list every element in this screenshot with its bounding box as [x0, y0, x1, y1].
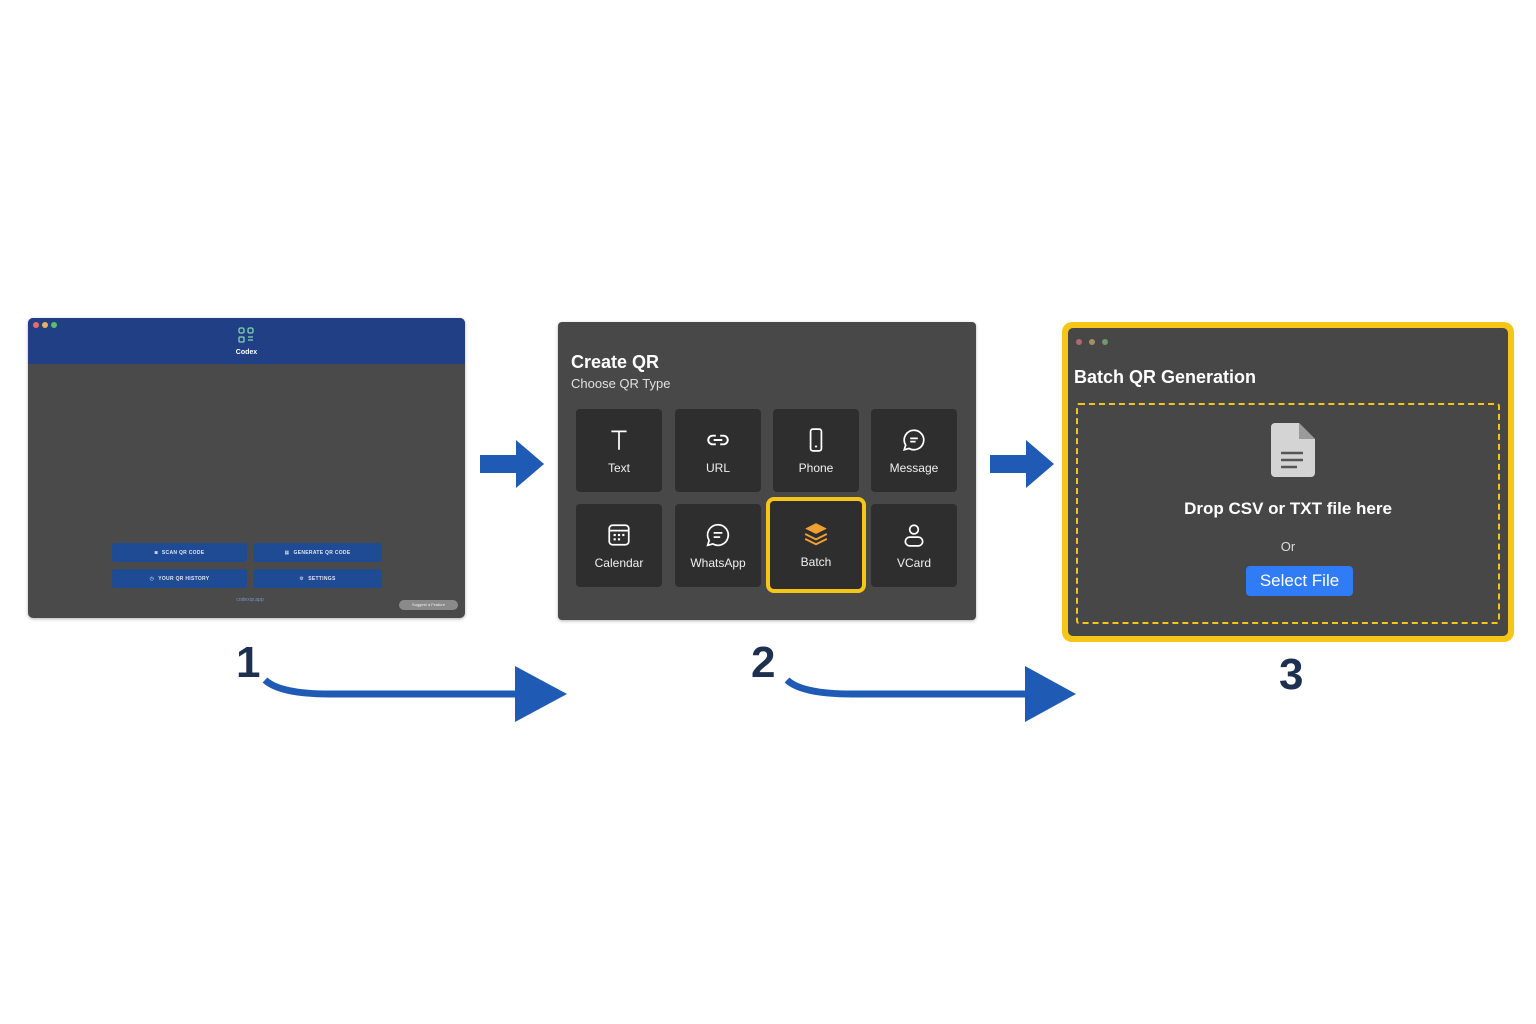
label: SCAN QR CODE — [161, 549, 205, 556]
maximize-window-dot[interactable] — [51, 322, 57, 328]
type-tile-whatsapp[interactable]: WhatsApp — [675, 504, 761, 587]
label: SETTINGS — [308, 575, 336, 582]
select-file-button[interactable]: Select File — [1246, 566, 1353, 596]
label: VCard — [896, 555, 931, 570]
curved-arrow-2 — [784, 666, 1076, 722]
camera-icon: ◙ — [154, 549, 158, 556]
create-qr-subtitle: Choose QR Type — [571, 376, 671, 391]
step-number-2: 2 — [751, 638, 776, 687]
text-icon — [611, 429, 627, 450]
type-tile-batch-selected[interactable]: Batch — [766, 497, 866, 593]
label: YOUR QR HISTORY — [158, 575, 210, 582]
generate-qr-button[interactable]: ▦GENERATE QR CODE — [253, 543, 382, 562]
file-drop-zone[interactable]: Drop CSV or TXT file here Or Select File — [1076, 403, 1500, 624]
or-text: Or — [1280, 539, 1296, 554]
phone-icon — [809, 427, 823, 452]
type-tile-phone[interactable]: Phone — [773, 409, 859, 492]
message-icon — [902, 428, 925, 451]
step3-batch-window-highlighted: Batch QR Generation Drop CSV or TXT file… — [1062, 322, 1514, 642]
scan-qr-button[interactable]: ◙SCAN QR CODE — [112, 543, 247, 562]
label: Calendar — [594, 555, 644, 570]
settings-button[interactable]: ⚙SETTINGS — [253, 569, 382, 588]
link-icon — [707, 434, 729, 445]
app-header: Codex — [28, 318, 465, 364]
person-icon — [904, 523, 924, 547]
document-icon — [1271, 423, 1315, 477]
qr-icon: ▦ — [284, 549, 290, 556]
minimize-window-dot[interactable] — [1089, 339, 1095, 345]
step2-create-qr-window: Create QR Choose QR Type Text URL Phone … — [558, 322, 976, 620]
close-window-dot[interactable] — [33, 322, 39, 328]
right-arrow-1 — [480, 440, 544, 488]
step-number-3: 3 — [1279, 650, 1304, 699]
label: GENERATE QR CODE — [293, 549, 351, 556]
footer-link[interactable]: codexqr.app — [236, 597, 264, 603]
history-icon: ◷ — [149, 575, 155, 582]
create-qr-title: Create QR — [571, 352, 660, 372]
minimize-window-dot[interactable] — [42, 322, 48, 328]
qr-logo-icon — [238, 327, 254, 343]
step-number-1: 1 — [236, 638, 261, 687]
right-arrow-2 — [990, 440, 1054, 488]
close-window-dot[interactable] — [1076, 339, 1082, 345]
suggest-feature-button[interactable]: Suggest a Feature — [399, 600, 458, 610]
batch-title: Batch QR Generation — [1074, 367, 1257, 387]
maximize-window-dot[interactable] — [1102, 339, 1108, 345]
drop-text: Drop CSV or TXT file here — [1184, 499, 1392, 518]
whatsapp-icon — [706, 523, 730, 547]
app-name: Codex — [235, 349, 258, 356]
label: Message — [889, 460, 939, 475]
layers-icon — [804, 523, 828, 546]
label: Text — [607, 460, 630, 475]
type-tile-text[interactable]: Text — [576, 409, 662, 492]
label: URL — [705, 460, 730, 475]
step1-app-window: Codex ◙SCAN QR CODE ▦GENERATE QR CODE ◷Y… — [28, 318, 465, 618]
gear-icon: ⚙ — [299, 575, 305, 582]
type-tile-url[interactable]: URL — [675, 409, 761, 492]
type-tile-calendar[interactable]: Calendar — [576, 504, 662, 587]
type-tile-message[interactable]: Message — [871, 409, 957, 492]
curved-arrow-1 — [262, 666, 567, 722]
history-button[interactable]: ◷YOUR QR HISTORY — [112, 569, 247, 588]
type-tile-vcard[interactable]: VCard — [871, 504, 957, 587]
calendar-icon — [608, 523, 630, 546]
label: WhatsApp — [690, 555, 746, 570]
label: Batch — [800, 555, 832, 569]
label: Phone — [798, 460, 834, 475]
